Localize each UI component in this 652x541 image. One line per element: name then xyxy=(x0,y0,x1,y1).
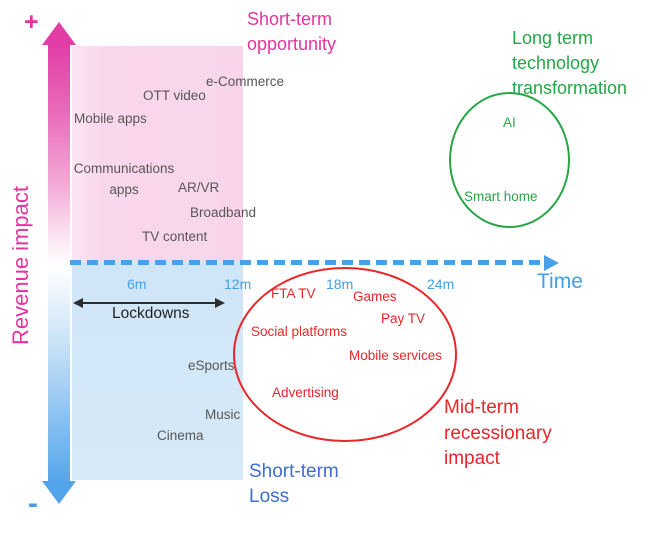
x-axis-title: Time xyxy=(537,270,583,293)
item-ecommerce: e-Commerce xyxy=(206,74,285,89)
y-axis-arrowhead-down-icon xyxy=(42,481,76,504)
y-axis-minus-label: - xyxy=(28,487,38,520)
item-ai: AI xyxy=(503,115,516,130)
x-tick-24m: 24m xyxy=(427,276,455,292)
item-social-platforms: Social platforms xyxy=(251,324,348,339)
item-tv-content: TV content xyxy=(142,229,208,244)
item-pay-tv: Pay TV xyxy=(381,311,426,326)
item-ott-video: OTT video xyxy=(143,88,206,103)
mid-term-recession-ellipse xyxy=(233,267,457,442)
item-ar-vr: AR/VR xyxy=(178,180,220,195)
short-term-loss-region xyxy=(72,262,243,480)
y-axis-arrowhead-up-icon xyxy=(42,22,76,45)
y-axis-plus-label: + xyxy=(24,8,39,36)
item-cinema: Cinema xyxy=(157,428,204,443)
item-mobile-apps: Mobile apps xyxy=(74,111,147,126)
item-music: Music xyxy=(205,407,241,422)
item-smart-home: Smart home xyxy=(464,189,538,204)
y-axis-arrow xyxy=(48,44,70,482)
item-fta-tv: FTA TV xyxy=(271,286,316,301)
item-esports: eSports xyxy=(188,358,235,373)
long-term-transformation-caption: Long term technology transformation xyxy=(512,28,628,98)
mid-term-recession-caption: Mid-term recessionary impact xyxy=(444,397,552,469)
short-term-loss-caption: Short-term Loss xyxy=(249,461,339,507)
item-advertising: Advertising xyxy=(272,385,339,400)
x-axis-dashed-line xyxy=(70,260,544,265)
x-tick-6m: 6m xyxy=(127,276,147,292)
x-tick-12m: 12m xyxy=(224,276,252,292)
item-communications-apps: Communications apps xyxy=(73,161,175,197)
item-broadband: Broadband xyxy=(190,205,257,220)
item-games: Games xyxy=(353,289,397,304)
long-term-transformation-circle xyxy=(449,92,570,228)
short-term-opportunity-caption: Short-term opportunity xyxy=(247,9,337,54)
item-mobile-services: Mobile services xyxy=(349,348,443,363)
short-term-opportunity-region xyxy=(72,46,243,262)
lockdowns-arrowhead-right-icon xyxy=(215,298,225,308)
x-axis-arrowhead-icon xyxy=(544,255,559,271)
y-axis-title: Revenue impact xyxy=(8,186,33,346)
lockdowns-arrowhead-left-icon xyxy=(73,298,83,308)
lockdowns-arrow xyxy=(80,302,218,304)
lockdowns-label: Lockdowns xyxy=(112,305,190,322)
